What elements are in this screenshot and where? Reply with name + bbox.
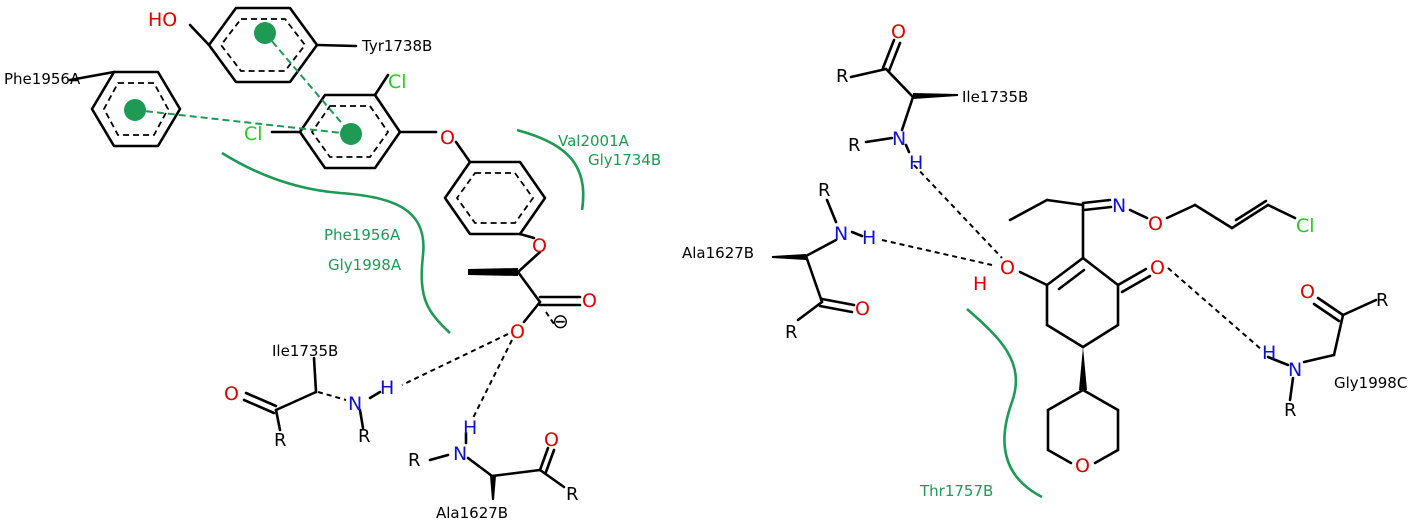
pi-stack-tyr <box>264 32 352 135</box>
label-r-ile-right1: R <box>836 66 849 87</box>
residue-val2001a: Val2001A <box>558 132 630 150</box>
phe-ring <box>90 70 182 148</box>
residue-gly1998c: Gly1998C <box>1334 374 1407 392</box>
label-cl-upper: Cl <box>388 71 407 93</box>
label-o-ether1: O <box>440 127 455 149</box>
label-cl-right: Cl <box>1296 215 1315 237</box>
label-o-ile-right: O <box>891 21 906 43</box>
residue-thr1757b: Thr1757B <box>919 482 993 500</box>
label-n-gly: N <box>1288 359 1302 381</box>
residue-ile1735b-right: Ile1735B <box>962 88 1028 106</box>
hbond-ile-hydroxy <box>913 164 1003 259</box>
label-o-ala-left: O <box>544 429 559 451</box>
label-h-ile-left: H <box>380 377 394 399</box>
label-o-carboxylate: O <box>510 321 525 343</box>
phenoxy-ring-aromatic <box>455 172 535 224</box>
label-ho: HO <box>148 9 177 31</box>
label-r-ala-right1: R <box>818 180 831 201</box>
label-o-carbonyl: O <box>582 290 597 312</box>
right-panel <box>772 38 1378 499</box>
label-o-pyran: O <box>1075 455 1090 477</box>
stereo-hash-ala-left <box>490 476 496 500</box>
label-o-ala-right: O <box>855 298 870 320</box>
label-n-ala-left: N <box>453 443 467 465</box>
hydrophobic-arc-val-gly <box>516 128 585 211</box>
hbond-ile-carboxylate <box>401 333 509 386</box>
label-r-ala-right2: R <box>785 322 798 343</box>
residue-ile1735b-left: Ile1735B <box>272 342 338 360</box>
residue-phe1956a-pocket: Phe1956A <box>324 226 401 244</box>
stereo-hash-ile-right <box>913 93 958 99</box>
hydrophobic-arc-phe-gly <box>221 151 451 334</box>
left-panel <box>68 6 585 500</box>
right-labels: O R Ile1735B R N H R N H Ala1627B O R N … <box>682 21 1407 500</box>
label-o-hydroxy: O <box>1000 257 1015 279</box>
pi-stack-phe <box>134 109 352 135</box>
label-cl-lower: Cl <box>244 123 263 145</box>
residue-tyr1738b: Tyr1738B <box>361 37 432 55</box>
label-r-ile-left1: R <box>274 430 287 451</box>
hbond-ala-hydroxy <box>881 239 993 266</box>
label-n-oxime: N <box>1112 195 1126 217</box>
stereo-wedge-left <box>468 268 518 276</box>
tyr-ring-aromatic <box>219 18 307 72</box>
label-n-ala-right: N <box>834 223 848 245</box>
label-o-gly: O <box>1300 281 1315 303</box>
residue-gly1998a: Gly1998A <box>328 256 402 274</box>
label-h-ile-right: H <box>909 152 923 174</box>
label-o-ether2: O <box>532 235 547 257</box>
label-o-keto: O <box>1150 257 1165 279</box>
label-n-ile-right: N <box>892 128 906 150</box>
label-negative-charge: ⊖ <box>552 309 569 333</box>
stereo-wedge-right <box>1079 347 1087 390</box>
hbond-gly-keto <box>1167 267 1263 351</box>
label-r-gly1: R <box>1376 290 1389 311</box>
phe-ring-aromatic <box>102 82 170 136</box>
label-o-ile-left: O <box>224 383 239 405</box>
residue-phe1956a-ring: Phe1956A <box>4 70 81 88</box>
label-r-ile-left2: R <box>358 426 371 447</box>
left-labels: HO Tyr1738B Phe1956A Cl Cl O Val2001A Gl… <box>4 9 661 520</box>
label-h-hydroxy: H <box>973 273 987 295</box>
hydrophobic-arc-thr <box>966 308 1043 499</box>
residue-ala1627b-right: Ala1627B <box>682 244 754 262</box>
label-h-gly: H <box>1262 342 1276 364</box>
dichlorophenyl-ring-aromatic <box>310 105 390 158</box>
residue-gly1734b: Gly1734B <box>588 151 661 169</box>
label-r-ala-left1: R <box>408 450 421 471</box>
label-o-oxime: O <box>1148 213 1163 235</box>
label-h-ala-right: H <box>862 227 876 249</box>
stereo-hash-ala-right <box>772 254 806 260</box>
label-n-ile-left: N <box>348 393 362 415</box>
hbond-ala-carboxylate <box>471 339 513 421</box>
label-r-ala-left2: R <box>566 484 579 505</box>
label-r-ile-right2: R <box>848 135 861 156</box>
residue-ala1627b-left: Ala1627B <box>436 504 508 520</box>
label-h-ala-left: H <box>463 417 477 439</box>
label-r-gly2: R <box>1284 400 1297 421</box>
